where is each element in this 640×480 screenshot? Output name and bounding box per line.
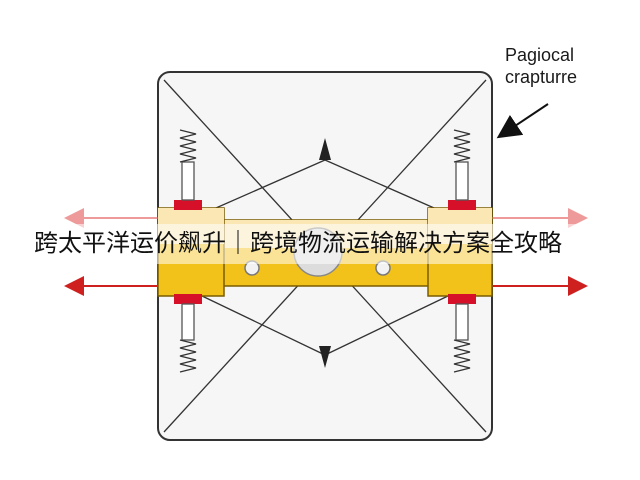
red-pistons: [174, 200, 476, 304]
banner-backdrop: [0, 224, 640, 264]
callout-line-2: crapturre: [505, 67, 578, 87]
springs: [179, 129, 471, 373]
callout-label: Pagiocal crapturre: [505, 44, 635, 88]
callout-line-1: Pagiocal: [505, 45, 575, 65]
piston-rods: [181, 161, 469, 341]
banner-title: 跨太平洋运价飙升｜跨境物流运输解决方案全攻略: [34, 229, 562, 257]
triangle-arrow-icon-up: [319, 138, 331, 160]
arrow-pointer-icon: [496, 103, 549, 139]
triangle-arrow-icon-down: [319, 346, 331, 368]
